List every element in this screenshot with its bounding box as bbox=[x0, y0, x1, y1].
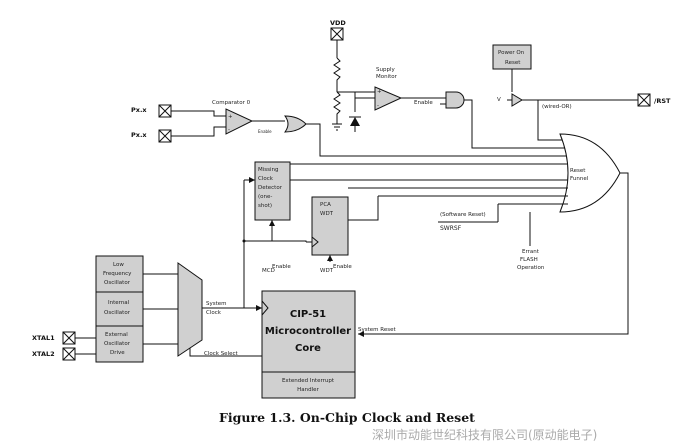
swrsf-label: SWRSF bbox=[440, 225, 462, 232]
supply-enable-label: Enable bbox=[414, 100, 433, 106]
supply-plus-sign: + bbox=[377, 89, 382, 95]
resistor-bottom bbox=[333, 91, 341, 124]
rst-pin bbox=[637, 93, 651, 107]
cmp-minus-sign: - bbox=[228, 127, 230, 133]
xtal2-pin bbox=[62, 347, 76, 361]
px-a-label: Px.x bbox=[131, 106, 147, 114]
rst-label: /RST bbox=[654, 97, 671, 105]
lfo-text-1: Low bbox=[113, 262, 124, 268]
eo-text-1: External bbox=[105, 332, 128, 338]
eo-text-2: Oscillator bbox=[104, 341, 131, 347]
wdt-enable-label: Enable bbox=[333, 264, 352, 270]
px-b-label: Px.x bbox=[131, 131, 147, 139]
resistor-top bbox=[333, 57, 341, 92]
and-gate bbox=[445, 91, 465, 109]
or-gate-small bbox=[284, 115, 307, 133]
mcd-short-label: MCD bbox=[262, 268, 275, 274]
io-text-1: Internal bbox=[108, 300, 130, 306]
supply-minus-sign: - bbox=[377, 103, 379, 109]
reset-funnel: Reset Funnel bbox=[559, 133, 621, 213]
eih-text-1: Extended Interrupt bbox=[282, 378, 335, 384]
cmp-plus-sign: + bbox=[228, 114, 233, 120]
errant-text-2: FLASH bbox=[520, 257, 538, 263]
cip51-core: CIP-51 Microcontroller Core Extended Int… bbox=[261, 290, 356, 399]
comparator-0 bbox=[225, 108, 254, 135]
system-clock-label-1: System bbox=[206, 301, 227, 307]
por-text-2: Reset bbox=[505, 60, 521, 66]
funnel-text-2: Funnel bbox=[570, 176, 589, 182]
clock-select-label: Clock Select bbox=[204, 351, 239, 357]
low-freq-oscillator: Low Frequency Oscillator bbox=[95, 255, 144, 293]
cmp-enable-label: Enable bbox=[258, 129, 272, 134]
mcd-enable-label: Enable bbox=[272, 264, 291, 270]
io-text-2: Oscillator bbox=[104, 310, 131, 316]
vdd-label: VDD bbox=[330, 19, 346, 27]
pca-wdt: PCA WDT bbox=[311, 196, 349, 256]
external-oscillator-drive: External Oscillator Drive bbox=[95, 325, 144, 363]
zener-diode bbox=[349, 98, 361, 132]
wdt-text-2: WDT bbox=[320, 211, 334, 217]
por-text-1: Power On bbox=[498, 50, 525, 56]
figure-caption: Figure 1.3. On-Chip Clock and Reset bbox=[219, 410, 475, 425]
clock-reset-diagram: VDD Supply Monitor + - Enable Px.x Px.x … bbox=[32, 19, 671, 399]
software-reset-label: (Software Reset) bbox=[440, 212, 486, 218]
system-reset-label: System Reset bbox=[358, 327, 396, 333]
xtal1-label: XTAL1 bbox=[32, 334, 55, 342]
vdd-pin bbox=[330, 27, 344, 41]
errant-text-1: Errant bbox=[522, 249, 540, 255]
core-text-2: Microcontroller bbox=[265, 326, 351, 337]
eih-text-2: Handler bbox=[297, 387, 319, 393]
core-text-1: CIP-51 bbox=[290, 309, 326, 320]
rst-buffer bbox=[511, 93, 523, 107]
xtal2-label: XTAL2 bbox=[32, 350, 55, 358]
power-on-reset-block: Power On Reset bbox=[492, 44, 532, 70]
errant-text-3: Operation bbox=[517, 265, 545, 271]
comparator-label: Comparator 0 bbox=[212, 100, 251, 106]
core-text-3: Core bbox=[295, 343, 321, 354]
wdt-short-label: WDT bbox=[320, 268, 334, 274]
internal-oscillator: Internal Oscillator bbox=[95, 291, 144, 327]
supply-monitor-comparator bbox=[374, 86, 403, 111]
missing-clock-detector: Missing Clock Detector (one- shot) bbox=[254, 161, 291, 221]
eo-text-3: Drive bbox=[110, 350, 125, 356]
px-b-pin bbox=[158, 129, 172, 143]
mcd-text-1: Missing bbox=[258, 167, 279, 173]
wdt-text-1: PCA bbox=[320, 202, 331, 208]
mcd-text-3: Detector bbox=[258, 185, 283, 191]
supply-monitor-label: Supply bbox=[376, 67, 395, 73]
lfo-text-2: Frequency bbox=[103, 271, 132, 277]
mcd-text-2: Clock bbox=[258, 176, 274, 182]
system-clock-label-2: Clock bbox=[206, 310, 222, 316]
lfo-text-3: Oscillator bbox=[104, 280, 131, 286]
supply-monitor-label-2: Monitor bbox=[376, 74, 398, 80]
v-plus-label: V bbox=[497, 97, 501, 103]
xtal1-pin bbox=[62, 331, 76, 345]
watermark: 深圳市动能世纪科技有限公司(原动能电子) bbox=[372, 428, 598, 442]
funnel-text-1: Reset bbox=[570, 168, 586, 174]
wired-or-label: (wired-OR) bbox=[542, 104, 572, 110]
px-a-pin bbox=[158, 104, 172, 118]
clock-mux bbox=[177, 262, 203, 357]
mcd-text-4: (one- bbox=[258, 194, 272, 200]
mcd-text-5: shot) bbox=[258, 203, 272, 209]
